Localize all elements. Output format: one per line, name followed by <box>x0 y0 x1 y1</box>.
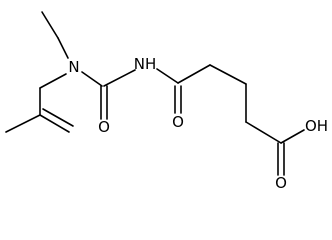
bond-allyl-c-methyl <box>5 114 41 133</box>
bond-urea-c-nh <box>103 69 136 87</box>
bond-acid-c-oh <box>280 129 305 144</box>
amine-nitrogen-label: N <box>68 58 79 76</box>
bond-chain-1 <box>177 64 211 84</box>
bond-nh-amide-c <box>156 68 179 84</box>
bond-allyl-c-ch2-double-b <box>42 108 74 127</box>
amide-nh-label: NH <box>134 55 157 73</box>
acid-carbonyl-oxygen-label: O <box>275 174 287 192</box>
bond-chain-2 <box>209 64 247 85</box>
bond-ethyl-ch3-ch2 <box>41 11 59 39</box>
amide-oxygen-label: O <box>172 113 184 131</box>
bond-allyl-c-ch2-double-a <box>39 114 70 133</box>
bond-chain-4 <box>245 121 282 144</box>
bond-n-urea-c <box>81 71 103 87</box>
urea-oxygen-label: O <box>98 118 110 136</box>
acid-hydroxyl-label: OH <box>305 117 328 135</box>
bond-ethyl-ch2-n <box>57 37 69 59</box>
chemical-structure-diagram: N NH O O O OH <box>5 11 328 192</box>
bond-n-allyl-ch2 <box>39 73 67 89</box>
